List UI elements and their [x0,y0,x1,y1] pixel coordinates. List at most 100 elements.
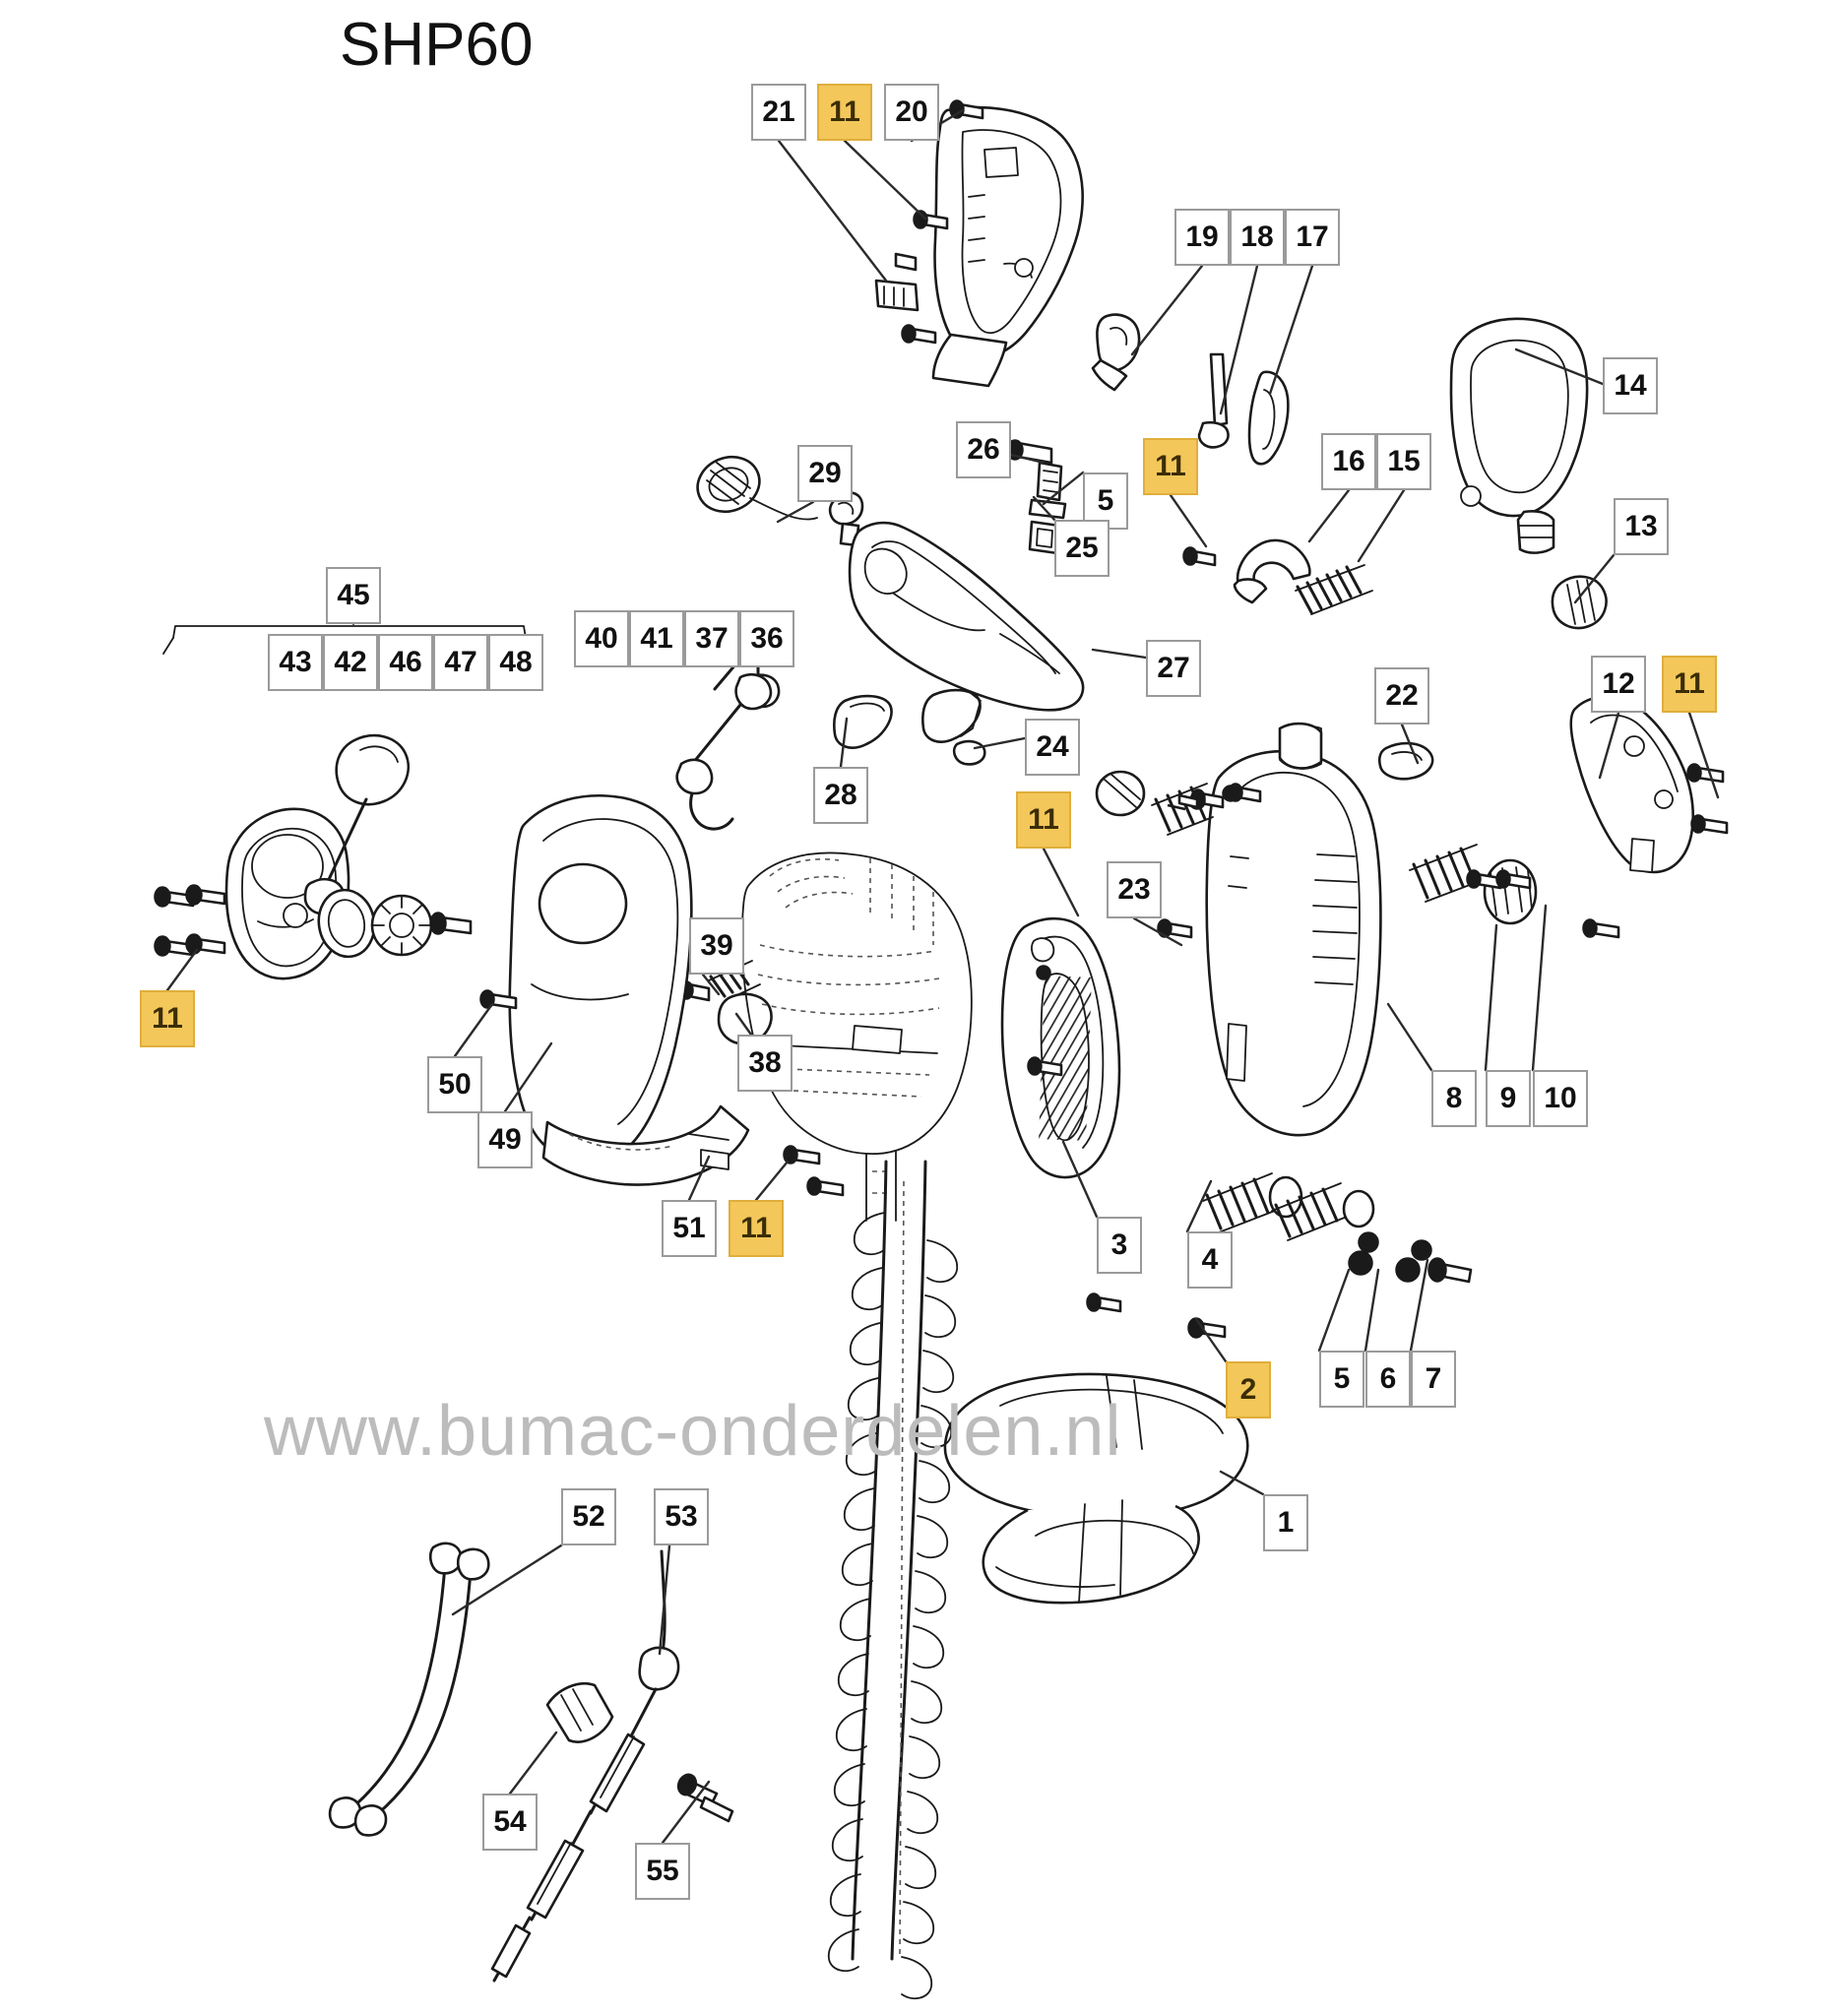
leader-line-c6 [1363,1268,1380,1353]
part-muffler-guard-3 [1000,916,1121,1179]
callout-53[interactable]: 53 [654,1488,709,1545]
leader-line-c14 [1514,347,1605,386]
callout-13[interactable]: 13 [1614,498,1669,555]
spring-4 [1202,1172,1281,1233]
leader-line-c28 [839,717,849,769]
leader-line-c13 [1573,553,1616,604]
callout-41[interactable]: 41 [629,610,684,667]
leader-line-c52 [451,1544,563,1616]
leader-line-c38 [734,1012,753,1037]
callout-7[interactable]: 7 [1411,1351,1456,1408]
callout-51[interactable]: 51 [662,1200,717,1257]
callout-40[interactable]: 40 [574,610,629,667]
callout-4[interactable]: 4 [1187,1231,1233,1289]
leader-line-c29 [776,500,815,524]
callout-11-highlighted[interactable]: 11 [729,1200,784,1257]
callout-20[interactable]: 20 [884,84,939,141]
leader-line-c50 [453,1002,494,1058]
parts-throttle-16-15 [1182,538,1373,615]
leader-line-c9 [1484,923,1498,1072]
spring-8 [1409,844,1484,903]
callout-2-highlighted[interactable]: 2 [1226,1361,1271,1418]
callout-37[interactable]: 37 [684,610,739,667]
callout-46[interactable]: 46 [378,634,433,691]
leader-line-c39 [701,973,721,996]
callout-21[interactable]: 21 [751,84,806,141]
callout-39[interactable]: 39 [689,917,744,975]
spring-15 [1295,564,1373,615]
callout-54[interactable]: 54 [482,1794,538,1851]
leader-line-c22 [1400,723,1420,765]
callout-49[interactable]: 49 [477,1111,533,1168]
part-blade-guard-1 [943,1372,1249,1605]
callout-50[interactable]: 50 [427,1056,482,1113]
callout-43[interactable]: 43 [268,634,323,691]
leader-line-c4 [1185,1179,1213,1233]
leader-line-c18 [1219,264,1259,415]
leader-line-c12 [1598,711,1620,780]
callout-22[interactable]: 22 [1374,667,1429,724]
callout-23[interactable]: 23 [1107,861,1162,918]
callout-15[interactable]: 15 [1376,433,1431,490]
part-rear-handle-housing [874,99,1084,388]
callout-6[interactable]: 6 [1365,1351,1411,1408]
leader-line-c11f [754,1160,790,1202]
callout-42[interactable]: 42 [323,634,378,691]
leader-line-c11e [165,948,199,992]
leader-line-c5b [1317,1268,1351,1353]
callout-11-highlighted[interactable]: 11 [817,84,872,141]
callout-36[interactable]: 36 [739,610,794,667]
callout-14[interactable]: 14 [1603,357,1658,414]
part-cover-27 [848,521,1085,712]
callout-17[interactable]: 17 [1285,209,1340,266]
leader-line-c53 [658,1544,671,1656]
callout-18[interactable]: 18 [1230,209,1285,266]
callout-55[interactable]: 55 [635,1843,690,1900]
callout-28[interactable]: 28 [813,767,868,824]
leader-line-c2 [1194,1317,1228,1363]
leader-line-c16 [1307,488,1351,543]
callout-10[interactable]: 10 [1533,1070,1588,1127]
callout-29[interactable]: 29 [797,445,853,502]
leader-line-c3 [1061,1140,1099,1219]
part-cutter-bar-blade [827,1160,959,2000]
callout-45[interactable]: 45 [326,567,381,624]
leader-line-c24 [973,736,1027,750]
callout-16[interactable]: 16 [1321,433,1376,490]
callout-27[interactable]: 27 [1146,640,1201,697]
callout-38[interactable]: 38 [737,1035,793,1092]
leader-line-c11d [1042,847,1080,917]
callout-11-highlighted[interactable]: 11 [1143,438,1198,495]
callout-24[interactable]: 24 [1025,719,1080,776]
callout-19[interactable]: 19 [1174,209,1230,266]
callout-1[interactable]: 1 [1263,1494,1308,1551]
leader-line-c5a [1042,471,1085,506]
parts-springs-4-7 [1086,1172,1473,1339]
callout-12[interactable]: 12 [1591,656,1646,713]
leader-line-c26 [1009,453,1046,465]
leader-line-c8 [1386,1002,1433,1072]
callout-26[interactable]: 26 [956,421,1011,478]
callout-9[interactable]: 9 [1486,1070,1531,1127]
callout-5[interactable]: 5 [1319,1351,1364,1408]
callout-52[interactable]: 52 [561,1488,616,1545]
callout-48[interactable]: 48 [488,634,543,691]
leader-line-c11b [1169,493,1208,548]
part-throttle-cable-53 [490,1549,734,1983]
callout-11-highlighted[interactable]: 11 [1662,656,1717,713]
callout-11-highlighted[interactable]: 11 [1016,791,1071,849]
leader-line-c11a [843,139,927,220]
leader-line-c10 [1531,904,1548,1072]
spring-top [1151,783,1214,836]
site-watermark: www.bumac-onderdelen.nl [264,1392,1122,1471]
leader-line-c21 [777,139,888,283]
callout-11-highlighted[interactable]: 11 [140,990,195,1047]
page-title: SHP60 [340,11,534,79]
callout-8[interactable]: 8 [1431,1070,1477,1127]
callout-47[interactable]: 47 [433,634,488,691]
callout-3[interactable]: 3 [1097,1217,1142,1274]
callout-25[interactable]: 25 [1054,520,1110,577]
leader-line-c55 [661,1780,711,1845]
